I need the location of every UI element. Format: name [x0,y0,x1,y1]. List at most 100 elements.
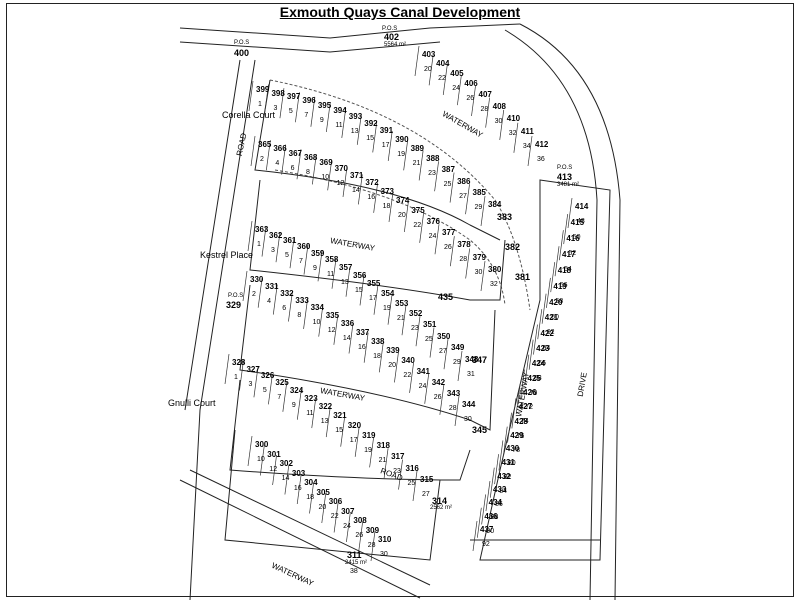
lot-street-number: 17 [381,142,390,150]
lot-boundary [378,342,384,373]
lot-311: 311 [347,550,362,560]
lot-boundary [550,262,556,293]
lot-boundary [524,354,530,385]
lot-street-number: 12 [336,180,345,188]
lot-street-number: 80 [507,460,516,468]
lot-number: 318 [376,441,390,451]
lot-street-number: 22 [413,222,422,229]
lot-street-number: 30 [474,268,483,276]
lot-street-number: 32 [508,129,517,137]
lot-number: 425 [527,373,541,383]
lot-street-number: 15 [355,286,363,294]
lot-number: 349 [451,343,465,353]
lot-number: 406 [464,79,478,89]
lot-street-number: 76 [516,432,525,440]
lot-number: 404 [436,59,450,69]
lot-number: 415 [570,218,585,228]
lot-number: 420 [549,297,563,307]
lot-number: 338 [371,336,385,346]
lot-boundary [533,324,538,355]
lot-number: 302 [279,459,293,468]
lot-street-number: 2 [252,291,256,298]
lot-number: 348 [465,355,479,364]
lot-boundary [409,362,414,394]
lot-boundary [373,284,379,315]
lot-boundary [282,381,288,412]
lot-boundary [434,224,440,255]
lot-boundary [403,201,409,233]
lot-street-number: 28 [459,256,468,264]
lot-street-number: 28 [480,106,489,113]
lot-boundary [253,367,259,398]
lot-boundary [527,135,533,167]
lot-boundary [481,494,486,525]
lot-street-number: 29 [453,359,461,367]
lot-boundary [418,150,424,181]
lot-boundary [340,416,346,447]
drive-road-outer [519,23,621,600]
lot-street-number: 1 [257,241,261,248]
lot-number: 429 [510,430,524,440]
lot-street-number: 20 [318,503,327,511]
street-kestrel-place: Kestrel Place [200,250,254,260]
lot-street-number: 3 [273,104,278,112]
lot-381: 381 [515,272,531,282]
lot-boundary [289,238,295,269]
lot-street-number: 14 [342,334,351,342]
lot-number: 354 [381,288,395,298]
lot-boundary [457,350,463,382]
lot-boundary [520,369,525,400]
lot-boundary [434,161,439,192]
lot-boundary [480,260,486,292]
lot-street-number: 16 [293,484,302,492]
lot-boundary [284,464,290,495]
lot-street-number: 19 [383,304,391,312]
block-4 [229,379,471,481]
lot-boundary [357,174,363,205]
lot-boundary [348,323,354,354]
lot-street-number: 13 [350,127,359,135]
lot-street-number: 22 [330,513,339,520]
lot-boundary [563,214,569,245]
lot-street-number: 9 [319,116,324,124]
lot-boundary [247,435,253,467]
lot-number: 331 [265,281,279,291]
lot-number: 433 [492,485,507,495]
lot-number: 375 [411,206,425,215]
lot-311-number: 38 [350,568,358,575]
lot-street-number: 25 [425,336,433,344]
lot-street-number: 6 [282,304,287,312]
lot-street-number: 14 [352,186,360,194]
lot-boundary [443,339,449,370]
lot-number: 366 [273,144,287,154]
lot-street-number: 24 [452,84,461,92]
lot-number: 326 [260,371,275,381]
lot-street-number: 20 [388,362,397,370]
lot-street-number: 21 [378,457,387,465]
lot-number: 414 [575,202,589,211]
lot-number: 434 [488,498,502,508]
lot-boundary [439,384,445,415]
lot-boundary [373,182,379,213]
pos-400-number: 400 [234,48,250,58]
lot-street-number: 36 [537,156,545,163]
lot-boundary [485,481,491,512]
lot-number: 432 [497,471,511,481]
lot-boundary [346,511,351,543]
lot-street-number: 30 [494,117,503,125]
lot-boundary [359,275,365,306]
lot-street-number: 28 [367,541,376,549]
lot-street-number: 22 [438,75,446,83]
lot-number: 351 [423,320,437,330]
lot-number: 371 [350,170,364,180]
lot-number: 412 [535,140,549,149]
lot-number: 430 [505,444,520,454]
lot-number: 368 [304,153,318,163]
lot-boundary [388,191,394,223]
lot-number: 339 [386,346,400,356]
waterway-1-bottom [274,169,506,306]
lot-boundary [224,353,230,385]
lot-number: 310 [378,535,392,544]
lot-number: 418 [557,266,572,276]
south-road [189,469,431,586]
